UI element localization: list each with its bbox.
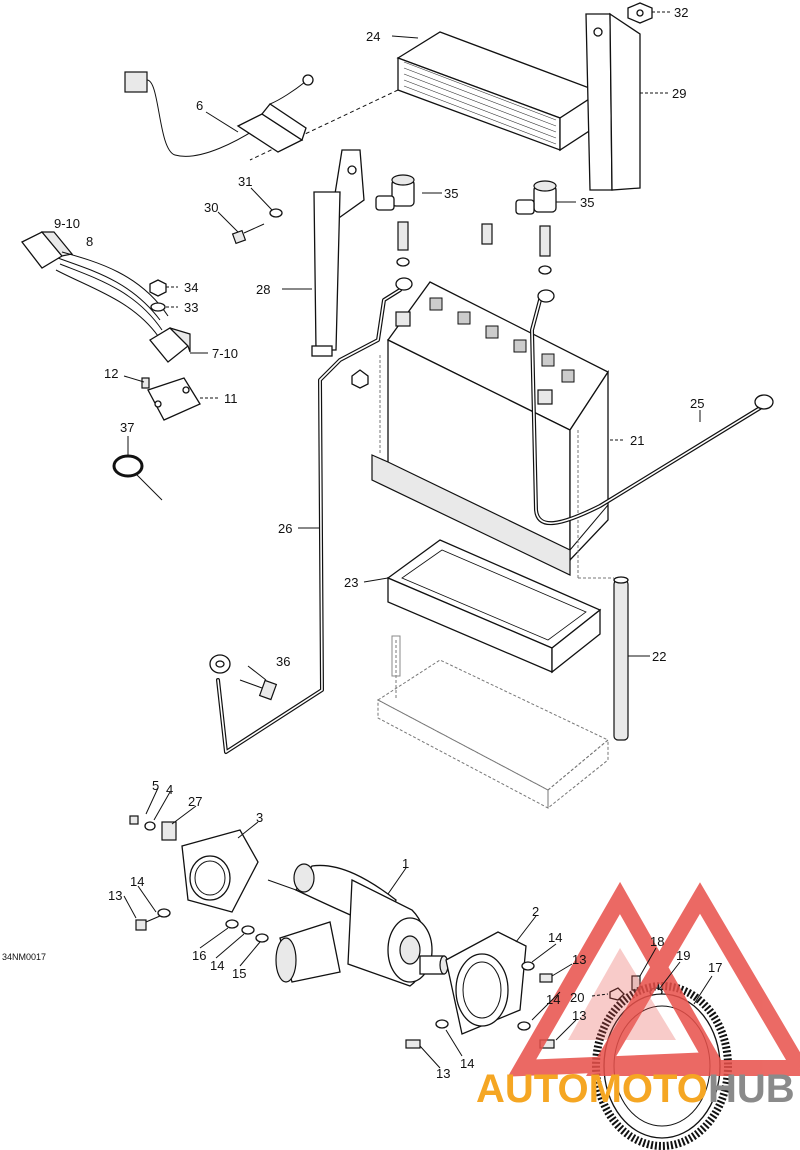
part-14-washer-left [157, 908, 171, 918]
watermark-text-hub: HUB [708, 1067, 795, 1111]
callout-8: 8 [86, 234, 93, 249]
callout-30: 30 [204, 200, 218, 215]
automotohub-watermark-text: AUTOMOTO HUB [476, 1067, 795, 1111]
part-29-strap [585, 12, 641, 191]
part-14-washer-right-bottom [517, 1021, 531, 1031]
part-11-bracket [147, 377, 201, 421]
part-13-bolt-lower [405, 1039, 421, 1049]
callout-36: 36 [276, 654, 290, 669]
callout-31: 31 [238, 174, 252, 189]
part-22-vent-tube [577, 430, 629, 741]
callout-37: 37 [120, 420, 134, 435]
part-37-cable-tie [112, 454, 163, 501]
part-28-bracket [311, 149, 365, 357]
part-36-bolt [239, 679, 278, 701]
callout-22: 22 [652, 649, 666, 664]
small-nut [351, 369, 369, 389]
callout-16: 16 [192, 948, 206, 963]
callout-32: 32 [674, 5, 688, 20]
callout-35-left: 35 [444, 186, 458, 201]
callout-14-lower: 14 [460, 1056, 474, 1071]
mounting-base-outline [377, 635, 609, 810]
callout-33: 33 [184, 300, 198, 315]
callout-12: 12 [104, 366, 118, 381]
part-35-terminal-cover-right [515, 180, 557, 275]
part-21-battery [371, 281, 609, 576]
callout-4: 4 [166, 782, 173, 797]
callout-14-right-bottom: 14 [546, 992, 560, 1007]
callout-13-right-bottom: 13 [572, 1008, 586, 1023]
leader-lines [123, 11, 713, 1069]
part-30-bolt [231, 223, 265, 245]
automotohub-watermark-logo [507, 881, 800, 1077]
part-24-vent-grill [249, 31, 602, 161]
callout-19: 19 [676, 948, 690, 963]
part-6-wire [124, 71, 314, 157]
callout-14-right-top: 14 [548, 930, 562, 945]
callout-24: 24 [366, 29, 380, 44]
callout-5: 5 [152, 778, 159, 793]
callout-20: 20 [570, 990, 584, 1005]
part-26-cable [209, 277, 413, 754]
part-33-washer [150, 302, 166, 312]
callout-14-left: 14 [130, 874, 144, 889]
callout-3: 3 [256, 810, 263, 825]
callout-23: 23 [344, 575, 358, 590]
callout-13-lower: 13 [436, 1066, 450, 1081]
callout-2: 2 [532, 904, 539, 919]
part-13-bolt-right-top [539, 973, 553, 983]
part-20-nut [609, 987, 625, 1001]
callout-1: 1 [402, 856, 409, 871]
callout-11: 11 [224, 391, 238, 406]
part-1-starter-motor [267, 863, 449, 987]
callout-7-10: 7-10 [212, 346, 238, 361]
callout-14-mid: 14 [210, 958, 224, 973]
part-3-gasket [181, 829, 259, 913]
part-27-clip [161, 821, 177, 841]
callout-18: 18 [650, 934, 664, 949]
part-14-washer-mid [241, 925, 255, 935]
callout-25: 25 [690, 396, 704, 411]
callout-labels: 24 32 29 6 35 35 31 30 9-10 8 28 34 33 7… [2, 5, 722, 1081]
callout-21: 21 [630, 433, 644, 448]
part-8-connector [21, 231, 169, 337]
callout-34: 34 [184, 280, 198, 295]
part-18-bolt [631, 975, 641, 991]
terminal-screw [481, 223, 493, 245]
callout-27: 27 [188, 794, 202, 809]
callout-6: 6 [196, 98, 203, 113]
watermark-text-automoto: AUTOMOTO [476, 1067, 708, 1111]
drawing-code: 34NM0017 [2, 952, 46, 962]
part-12-screw [141, 377, 150, 389]
callout-35-right: 35 [580, 195, 594, 210]
part-32-nut [627, 2, 653, 24]
part-14-washer-lower [435, 1019, 449, 1029]
part-34-nut [149, 279, 167, 297]
part-35-terminal-cover-left [375, 174, 415, 267]
part-5-bolt [129, 815, 139, 825]
part-16-washer [225, 919, 239, 929]
callout-28: 28 [256, 282, 270, 297]
callout-17: 17 [708, 960, 722, 975]
part-7-10-connector [149, 327, 191, 363]
callout-29: 29 [672, 86, 686, 101]
part-31-washer [269, 208, 283, 218]
part-14-washer-right-top [521, 961, 535, 971]
part-15-washer [255, 933, 269, 943]
part-4-washer [144, 821, 156, 831]
callout-9-10: 9-10 [54, 216, 80, 231]
callout-26: 26 [278, 521, 292, 536]
callout-15: 15 [232, 966, 246, 981]
part-13-bolt-left [135, 915, 161, 931]
callout-13-right-top: 13 [572, 952, 586, 967]
part-23-battery-tray [386, 539, 602, 674]
part-2-gasket [445, 931, 527, 1035]
part-25-cable [530, 289, 774, 525]
callout-13-left: 13 [108, 888, 122, 903]
